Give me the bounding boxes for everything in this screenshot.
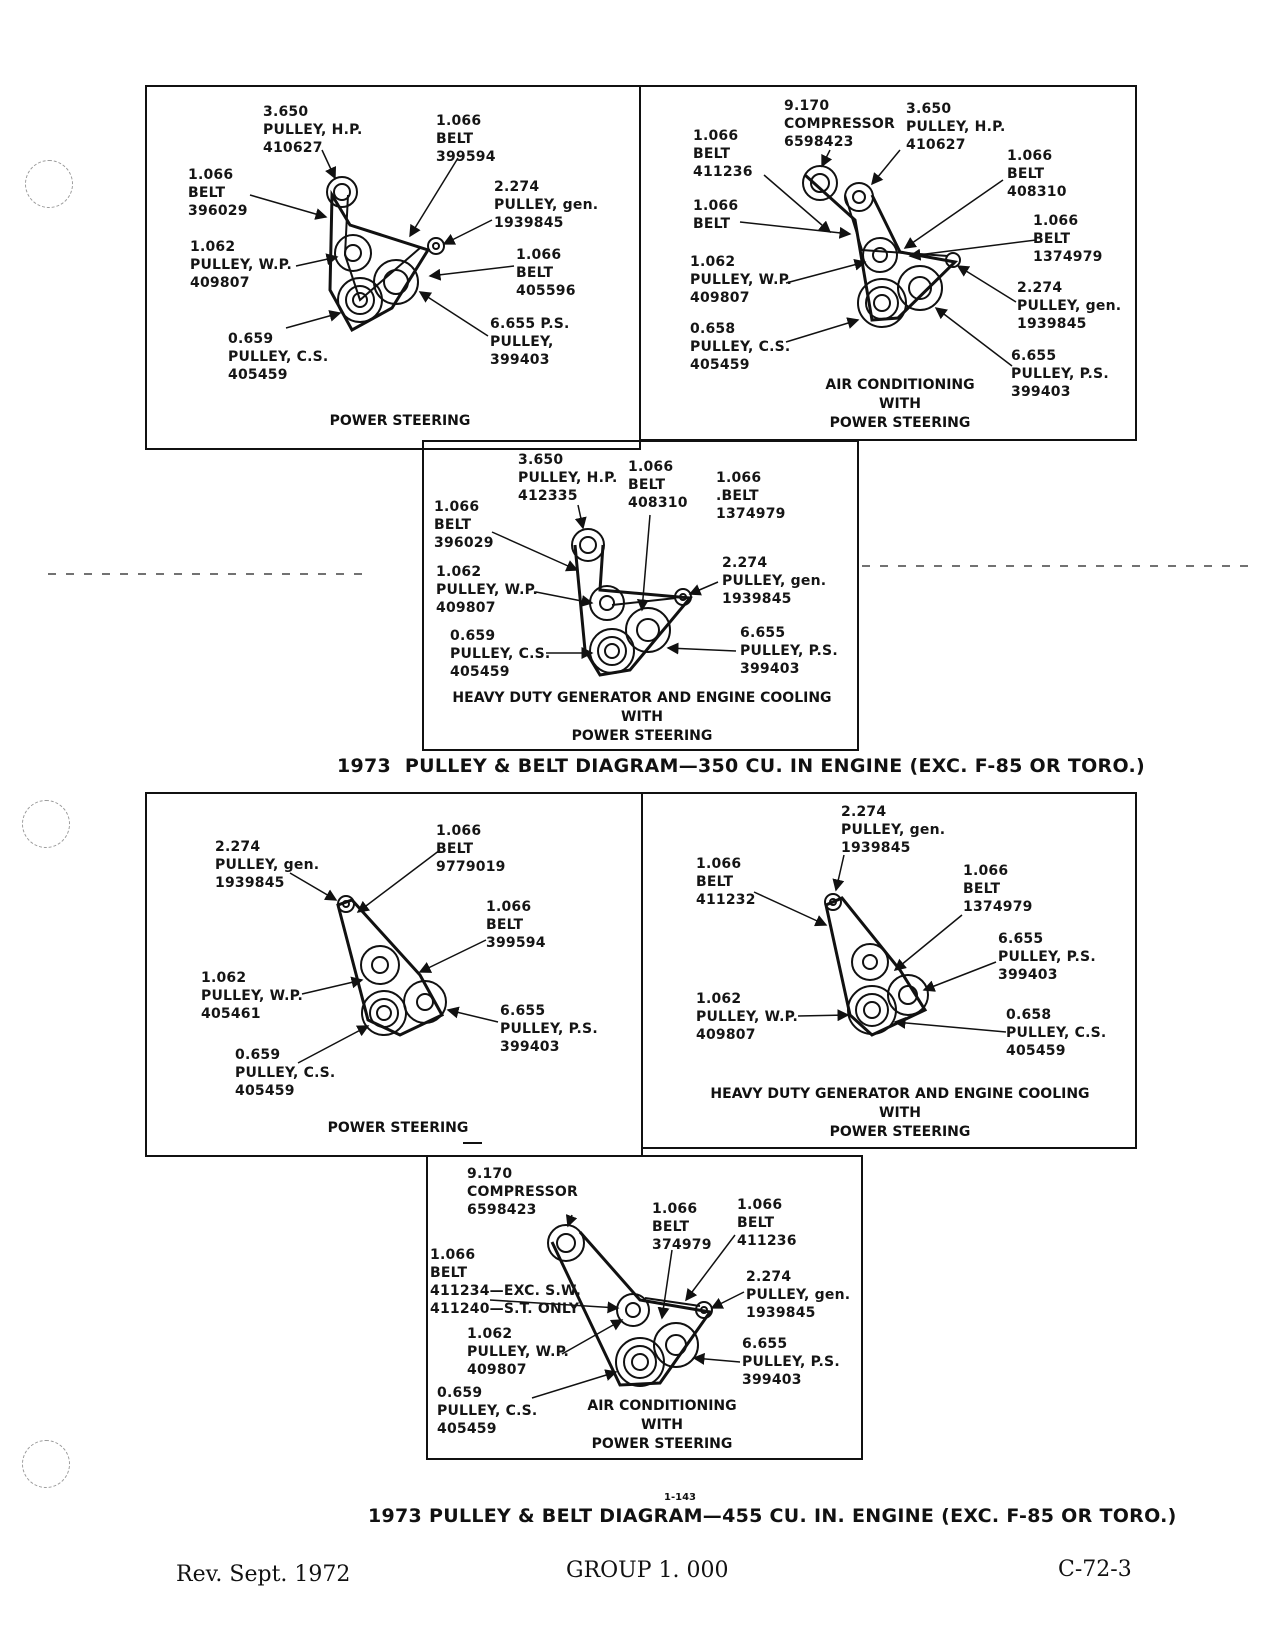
label-hp-pulley: 3.650 PULLEY, H.P. 410627 bbox=[906, 101, 1006, 153]
label-belt: 1.066 BELT 405596 bbox=[516, 247, 576, 299]
label-cs-pulley: 0.659 PULLEY, C.S. 405459 bbox=[437, 1385, 538, 1437]
diagram-350-hd-ps bbox=[491, 504, 737, 677]
label-belt: 1.066 BELT 1374979 bbox=[963, 863, 1033, 915]
label-belt: 1.066 BELT 408310 bbox=[1007, 148, 1067, 200]
label-belt: 1.066 BELT 396029 bbox=[188, 167, 248, 219]
label-belt: 1.066 BELT 1374979 bbox=[1033, 213, 1103, 265]
diagram-455-ps bbox=[289, 849, 499, 1064]
label-cs-pulley: 0.659 PULLEY, C.S. 405459 bbox=[235, 1047, 336, 1099]
label-ps-pulley: 6.655 PULLEY, P.S. 399403 bbox=[500, 1003, 598, 1055]
label-gen-pulley: 2.274 PULLEY, gen. 1939845 bbox=[746, 1269, 851, 1321]
label-belt: 1.066 BELT bbox=[693, 198, 739, 232]
label-belt: 1.066 BELT 411234—EXC. S.W. 411240—S.T. … bbox=[430, 1247, 581, 1317]
label-gen-pulley: 2.274 PULLEY, gen. 1939845 bbox=[494, 179, 599, 231]
label-ps-pulley: 6.655 PULLEY, P.S. 399403 bbox=[1011, 348, 1109, 400]
label-compressor: 9.170 COMPRESSOR 6598423 bbox=[784, 98, 895, 150]
panel-455-hd-power-steering bbox=[641, 792, 1137, 1149]
label-cs-pulley: 0.658 PULLEY, C.S. 405459 bbox=[1006, 1007, 1107, 1059]
label-belt: 1.066 BELT 399594 bbox=[436, 113, 496, 165]
caption-hd-power-steering: HEAVY DUTY GENERATOR AND ENGINE COOLING … bbox=[710, 1086, 1090, 1140]
caption-ac-power-steering: AIR CONDITIONING WITH POWER STEERING bbox=[825, 377, 975, 431]
label-wp-pulley: 1.062 PULLEY, W.P. 409807 bbox=[190, 239, 293, 291]
label-belt: 1.066 .BELT 1374979 bbox=[716, 470, 786, 522]
section-title-455: 1973 PULLEY & BELT DIAGRAM—455 CU. IN. E… bbox=[368, 1505, 1177, 1527]
caption-ac-power-steering: AIR CONDITIONING WITH POWER STEERING bbox=[587, 1398, 737, 1452]
revision-date: Rev. Sept. 1972 bbox=[176, 1562, 351, 1587]
label-gen-pulley: 2.274 PULLEY, gen. 1939845 bbox=[215, 839, 320, 891]
scan-dash-marks bbox=[48, 565, 1255, 575]
label-wp-pulley: 1.062 PULLEY, W.P. 409807 bbox=[696, 991, 799, 1043]
caption-power-steering: POWER STEERING bbox=[327, 1120, 469, 1136]
label-wp-pulley: 1.062 PULLEY, W.P. 409807 bbox=[467, 1326, 570, 1378]
label-gen-pulley: 2.274 PULLEY, gen. 1939845 bbox=[1017, 280, 1122, 332]
label-belt: 1.066 BELT 399594 bbox=[486, 899, 546, 951]
label-compressor: 9.170 COMPRESSOR 6598423 bbox=[467, 1166, 578, 1218]
label-ps-pulley: 6.655 PULLEY, P.S. 399403 bbox=[740, 625, 838, 677]
caption-hd-power-steering: HEAVY DUTY GENERATOR AND ENGINE COOLING … bbox=[452, 690, 832, 744]
label-ps-pulley: 6.655 PULLEY, P.S. 399403 bbox=[998, 931, 1096, 983]
label-belt: 1.066 BELT 411236 bbox=[693, 128, 753, 180]
label-wp-pulley: 1.062 PULLEY, W.P. 409807 bbox=[436, 564, 539, 616]
label-belt: 1.066 BELT 411236 bbox=[737, 1197, 797, 1249]
panel-350-hd-power-steering bbox=[422, 440, 859, 751]
diagram-455-ac-ps bbox=[489, 1214, 745, 1399]
label-belt: 1.066 BELT 396029 bbox=[434, 499, 494, 551]
label-ps-pulley: 6.655 PULLEY, P.S. 399403 bbox=[742, 1336, 840, 1388]
label-belt: 1.066 BELT 411232 bbox=[696, 856, 756, 908]
label-cs-pulley: 0.658 PULLEY, C.S. 405459 bbox=[690, 321, 791, 373]
diagram-350-ac-ps bbox=[739, 149, 1037, 367]
label-belt: 1.066 BELT 9779019 bbox=[436, 823, 506, 875]
label-wp-pulley: 1.062 PULLEY, W.P. 409807 bbox=[690, 254, 793, 306]
caption-power-steering: POWER STEERING bbox=[329, 413, 471, 429]
diagram-350-ps bbox=[249, 149, 515, 337]
label-gen-pulley: 2.274 PULLEY, gen. 1939845 bbox=[722, 555, 827, 607]
punch-hole-top bbox=[25, 160, 73, 208]
label-cs-pulley: 0.659 PULLEY, C.S. 405459 bbox=[228, 331, 329, 383]
label-belt: 1.066 BELT 408310 bbox=[628, 459, 688, 511]
label-gen-pulley: 2.274 PULLEY, gen. 1939845 bbox=[841, 804, 946, 856]
label-hp-pulley: 3.650 PULLEY, H.P. 412335 bbox=[518, 452, 618, 504]
label-wp-pulley: 1.062 PULLEY, W.P. 405461 bbox=[201, 970, 304, 1022]
group-number: GROUP 1. 000 bbox=[566, 1558, 729, 1583]
label-cs-pulley: 0.659 PULLEY, C.S. 405459 bbox=[450, 628, 551, 680]
panel-455-ac-power-steering bbox=[426, 1155, 863, 1460]
label-hp-pulley: 3.650 PULLEY, H.P. 410627 bbox=[263, 104, 363, 156]
punch-hole-middle bbox=[22, 800, 70, 848]
page-number: 1-143 bbox=[664, 1492, 696, 1503]
section-title-350: 1973 PULLEY & BELT DIAGRAM—350 CU. IN EN… bbox=[337, 755, 1146, 777]
punch-hole-bottom bbox=[22, 1440, 70, 1488]
label-belt: 1.066 BELT 374979 bbox=[652, 1201, 712, 1253]
label-ps-pulley: 6.655 P.S. PULLEY, 399403 bbox=[490, 316, 570, 368]
page-code: C-72-3 bbox=[1058, 1557, 1132, 1582]
diagram-455-hd-ps bbox=[753, 854, 1007, 1037]
panel-350-ac-power-steering bbox=[639, 85, 1137, 441]
